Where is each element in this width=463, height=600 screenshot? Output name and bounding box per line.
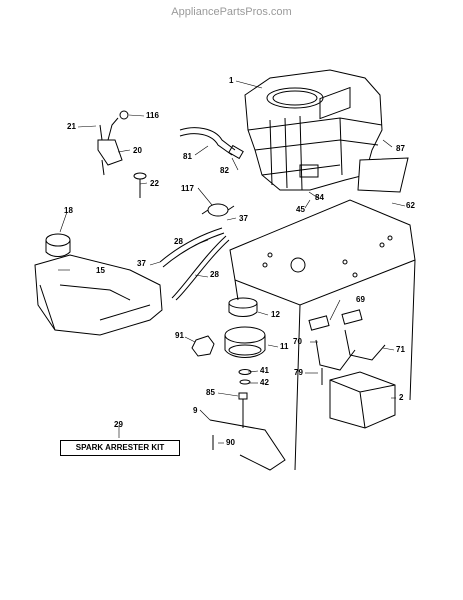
callout-37-b: 37 — [137, 259, 146, 268]
callout-62: 62 — [406, 201, 415, 210]
callout-117: 117 — [181, 184, 194, 193]
callout-85: 85 — [206, 388, 215, 397]
nut-91 — [191, 335, 215, 357]
fuel-line-81-inner — [179, 133, 233, 156]
callout-45: 45 — [296, 205, 305, 214]
leader-lines — [58, 80, 406, 444]
fuel-tank — [34, 254, 163, 336]
exhaust-tubes — [308, 309, 386, 371]
fuel-line-28-lower-b — [175, 239, 230, 301]
fuel-valve-117 — [201, 203, 235, 217]
callout-21: 21 — [67, 122, 76, 131]
frame-plate — [229, 86, 416, 471]
callout-29: 29 — [114, 420, 123, 429]
callout-18: 18 — [64, 206, 73, 215]
callout-79: 79 — [294, 368, 303, 377]
callout-42: 42 — [260, 378, 269, 387]
fuel-cap-18 — [45, 233, 71, 257]
watermark-text: AppliancePartsPros.com — [171, 6, 292, 18]
callout-11: 11 — [280, 342, 289, 351]
fuel-line-81 — [179, 127, 236, 151]
callout-15: 15 — [96, 266, 105, 275]
callout-91: 91 — [175, 331, 184, 340]
callout-87: 87 — [396, 144, 405, 153]
pulley-12 — [228, 297, 258, 317]
callout-37: 37 — [239, 214, 248, 223]
callout-81: 81 — [183, 152, 192, 161]
callout-84: 84 — [315, 193, 324, 202]
callout-1: 1 — [229, 76, 234, 85]
clutch-11 — [224, 326, 266, 358]
callout-70: 70 — [293, 337, 302, 346]
throttle-control — [97, 110, 129, 176]
callout-22: 22 — [150, 179, 159, 188]
muffler-2 — [329, 371, 396, 429]
fuel-line-28-lower — [171, 235, 227, 299]
spark-arrester-kit-label: SPARK ARRESTER KIT — [60, 440, 180, 456]
fuel-filter-82 — [228, 144, 244, 160]
callout-71: 71 — [396, 345, 405, 354]
callout-28: 28 — [174, 237, 183, 246]
callout-28-b: 28 — [210, 270, 219, 279]
callout-9: 9 — [193, 406, 198, 415]
callout-90: 90 — [226, 438, 235, 447]
cover-62 — [357, 157, 409, 193]
rod-9 — [209, 419, 286, 471]
callout-2: 2 — [399, 393, 404, 402]
callout-69: 69 — [356, 295, 365, 304]
callout-41: 41 — [260, 366, 269, 375]
callout-20: 20 — [133, 146, 142, 155]
callout-116: 116 — [146, 111, 159, 120]
callout-12: 12 — [271, 310, 280, 319]
fuel-line-28-upper — [159, 227, 223, 263]
bolt-85 — [238, 392, 248, 428]
screw-22 — [133, 172, 147, 198]
fuel-line-28-upper-b — [162, 232, 225, 268]
callout-82: 82 — [220, 166, 229, 175]
washer-42 — [239, 379, 251, 385]
